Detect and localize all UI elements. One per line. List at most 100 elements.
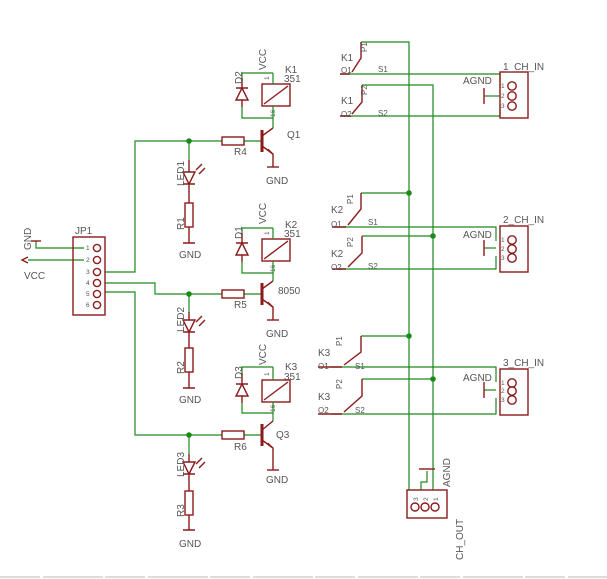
relay-coil-k2 bbox=[261, 238, 291, 262]
ch-out-agnd-label: AGND bbox=[442, 458, 453, 487]
switch-o1: O1 bbox=[331, 220, 342, 229]
jp1-header: JP1 1 2 3 4 5 6 GND VCC bbox=[20, 226, 106, 316]
led3-label: LED3 bbox=[176, 452, 187, 477]
switch-s1: S1 bbox=[355, 362, 365, 371]
q2-label: 8050 bbox=[278, 286, 301, 297]
connector-2-ch-in: 2_CH_IN AGND 1 2 3 bbox=[463, 215, 544, 273]
jp1-label: JP1 bbox=[75, 226, 93, 237]
diode-d3-label: D3 bbox=[234, 366, 245, 379]
r1-label: R1 bbox=[176, 217, 187, 230]
stage-1: K1 351 1 16 VCC D2 R4 Q1 GND LED1 R1 GND bbox=[176, 49, 301, 261]
switch-s1: S1 bbox=[378, 65, 388, 74]
coil-pin: 1 bbox=[264, 76, 271, 80]
led-icon bbox=[181, 160, 197, 203]
relay-coil-k3 bbox=[261, 379, 291, 403]
gnd-icon bbox=[183, 372, 195, 389]
r4-label: R4 bbox=[234, 147, 247, 158]
r3-label: R3 bbox=[176, 504, 187, 517]
switch-s1: S1 bbox=[368, 218, 378, 227]
vcc-label: VCC bbox=[258, 49, 269, 70]
gnd-label: GND bbox=[179, 250, 201, 261]
gnd-label: GND bbox=[266, 329, 288, 340]
diode-icon bbox=[234, 233, 250, 262]
coil-pin: 1 bbox=[264, 372, 271, 376]
switch-s2: S2 bbox=[368, 262, 378, 271]
switch-k3: K3 O1 S1 P1 K3 O2 S2 P2 bbox=[318, 336, 365, 415]
switch-ref: K2 bbox=[331, 205, 344, 216]
switch-k1: K1 O1 S1 P1 K1 O2 S2 P2 bbox=[340, 42, 388, 119]
switch-ref: K1 bbox=[341, 96, 354, 107]
jp1-pin-1: 1 bbox=[86, 245, 90, 252]
r5-label: R5 bbox=[234, 300, 247, 311]
vcc-arrow-icon bbox=[20, 256, 29, 264]
switch-ref: K2 bbox=[331, 249, 344, 260]
relay-coil-k1 bbox=[261, 83, 291, 107]
relay-k2-type: 351 bbox=[284, 229, 301, 240]
gnd-label: GND bbox=[179, 539, 201, 550]
connector-pin: 2 bbox=[501, 93, 505, 100]
switch-s2: S2 bbox=[378, 109, 388, 118]
switch-p2: P2 bbox=[360, 85, 369, 95]
led2-label: LED2 bbox=[176, 307, 187, 332]
connector-pin: 3 bbox=[501, 103, 505, 110]
switch-ref: K1 bbox=[341, 53, 354, 64]
r2-label: R2 bbox=[176, 361, 187, 374]
gnd-icon bbox=[183, 515, 195, 531]
connector-pin: 1 bbox=[501, 380, 505, 387]
connector-1-ch-in: 1_CH_IN AGND 1 2 3 bbox=[463, 62, 544, 119]
agnd-label: AGND bbox=[463, 230, 492, 241]
switch-k2: K2 O1 S1 P1 K2 O2 S2 P2 bbox=[331, 193, 378, 272]
led1-label: LED1 bbox=[176, 161, 187, 186]
r6-label: R6 bbox=[234, 442, 247, 453]
resistor-r4 bbox=[221, 136, 245, 146]
out-pin: 2 bbox=[423, 497, 430, 501]
connector-name: 1_CH_IN bbox=[503, 62, 544, 73]
gnd-label: GND bbox=[266, 475, 288, 486]
resistor-r5 bbox=[221, 289, 245, 299]
relay-k1-label: K1 bbox=[285, 65, 298, 76]
wires bbox=[28, 41, 501, 490]
jp1-vcc-label: VCC bbox=[24, 271, 45, 282]
q3-label: Q3 bbox=[276, 430, 290, 441]
gnd-icon bbox=[183, 227, 195, 244]
resistor-r6 bbox=[221, 430, 245, 440]
connector-pin: 2 bbox=[501, 388, 505, 395]
jp1-gnd-label: GND bbox=[23, 228, 34, 250]
switch-p1: P1 bbox=[346, 194, 355, 204]
junctions bbox=[186, 138, 436, 438]
gnd-label: GND bbox=[266, 176, 288, 187]
relay-k3-type: 351 bbox=[284, 372, 301, 383]
led-icon bbox=[181, 312, 197, 348]
diode-d2-label: D2 bbox=[234, 71, 245, 84]
led-icon bbox=[181, 454, 197, 491]
connector-name: 2_CH_IN bbox=[503, 215, 544, 226]
connector-name: 3_CH_IN bbox=[503, 358, 544, 369]
connector-pin: 1 bbox=[501, 237, 505, 244]
diode-d1-label: D1 bbox=[234, 226, 245, 239]
jp1-pin-2: 2 bbox=[86, 257, 90, 264]
switch-o2: O2 bbox=[331, 263, 342, 272]
connector-3-ch-in: 3_CH_IN AGND 1 2 3 bbox=[463, 358, 544, 416]
jp1-pin-6: 6 bbox=[86, 302, 90, 309]
gnd-label: GND bbox=[179, 395, 201, 406]
switch-s2: S2 bbox=[355, 406, 365, 415]
connector-pin: 2 bbox=[501, 246, 505, 253]
stage-2: K2 351 1 16 VCC D1 R5 8050 GND LED2 R2 G… bbox=[176, 203, 301, 406]
switch-ref: K3 bbox=[318, 392, 331, 403]
vcc-label: VCC bbox=[258, 344, 269, 365]
stage-3: K3 351 1 16 VCC D3 R6 Q3 GND LED3 R3 GND bbox=[176, 344, 301, 550]
diode-icon bbox=[234, 373, 250, 403]
connector-pin: 3 bbox=[501, 255, 505, 262]
vcc-label: VCC bbox=[258, 203, 269, 224]
coil-pin: 1 bbox=[264, 231, 271, 235]
jp1-pin-3: 3 bbox=[86, 269, 90, 276]
diode-icon bbox=[234, 78, 250, 107]
switch-o2: O2 bbox=[341, 110, 352, 119]
connector-ch-out: 3 2 1 CH_OUT AGND bbox=[406, 458, 466, 560]
switch-o1: O1 bbox=[318, 362, 329, 371]
switch-p1: P1 bbox=[360, 42, 369, 52]
agnd-label: AGND bbox=[463, 373, 492, 384]
switch-ref: K3 bbox=[318, 348, 331, 359]
connector-pin: 1 bbox=[501, 83, 505, 90]
